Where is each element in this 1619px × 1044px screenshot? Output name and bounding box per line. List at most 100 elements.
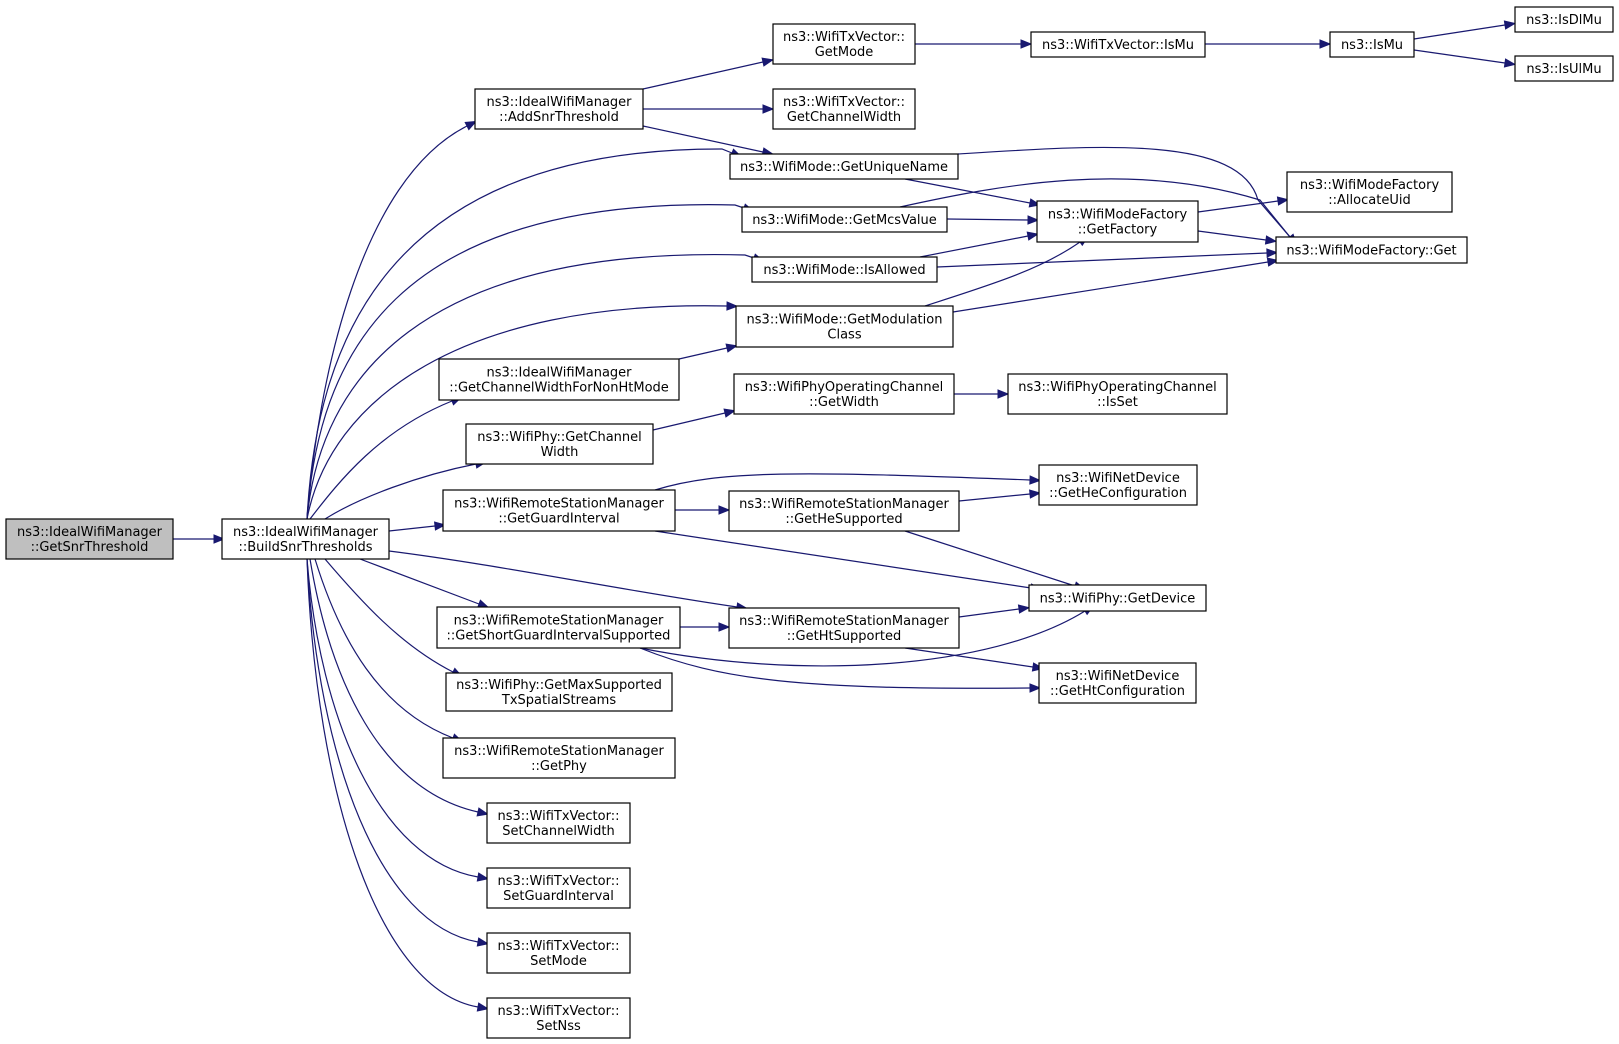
node-is-allowed[interactable]: ns3::WifiMode::IsAllowed xyxy=(751,256,938,283)
edge-line xyxy=(654,473,1031,491)
arrow-head-icon xyxy=(726,301,739,311)
arrow-head-icon xyxy=(997,389,1010,399)
node-label: ns3::WifiTxVector:: xyxy=(783,95,905,110)
node-get-unique-name[interactable]: ns3::WifiMode::GetUniqueName xyxy=(729,153,959,180)
node-label: ::GetPhy xyxy=(531,759,587,774)
node-label: ns3::IdealWifiManager xyxy=(486,366,632,381)
node-box xyxy=(735,305,954,348)
edge-get-mcs-value-to-mode-factory-get-factory xyxy=(946,215,1040,225)
node-label: Class xyxy=(827,328,861,343)
edge-line xyxy=(306,253,755,520)
node-mode-factory-get[interactable]: ns3::WifiModeFactory::Get xyxy=(1275,236,1468,264)
node-box xyxy=(1036,200,1199,243)
edge-op-channel-get-width-to-op-channel-is-set xyxy=(954,389,1010,399)
node-label: ns3::WifiModeFactory::Get xyxy=(1286,244,1456,259)
node-box xyxy=(442,489,676,532)
node-get-mcs-value[interactable]: ns3::WifiMode::GetMcsValue xyxy=(741,206,948,233)
edge-get-ht-supported-to-phy-get-device xyxy=(958,604,1031,618)
edge-get-modulation-class-to-mode-factory-get xyxy=(952,257,1280,313)
node-phy-get-channel-width[interactable]: ns3::WifiPhy::GetChannelWidth xyxy=(465,423,654,465)
edge-build-snr-thresholds-to-add-snr-threshold xyxy=(306,120,478,520)
node-box xyxy=(486,802,631,844)
node-mode-factory-get-factory[interactable]: ns3::WifiModeFactory::GetFactory xyxy=(1036,200,1199,243)
node-label: ns3::IsUlMu xyxy=(1526,62,1601,77)
node-phy-get-device[interactable]: ns3::WifiPhy::GetDevice xyxy=(1028,584,1207,612)
node-is-ul-mu[interactable]: ns3::IsUlMu xyxy=(1514,55,1614,82)
edge-get-short-gi-supported-to-get-ht-supported xyxy=(680,622,731,632)
edge-build-snr-thresholds-to-set-nss xyxy=(306,558,490,1012)
edge-line xyxy=(314,558,454,739)
edge-line xyxy=(899,178,1291,238)
edge-mode-factory-get-factory-to-mode-factory-get xyxy=(1197,230,1278,245)
edge-build-snr-thresholds-to-get-short-gi-supported xyxy=(359,558,490,609)
node-get-max-supported-streams[interactable]: ns3::WifiPhy::GetMaxSupportedTxSpatialSt… xyxy=(445,672,673,712)
edge-line xyxy=(652,412,726,431)
node-box xyxy=(729,153,959,180)
arrow-head-icon xyxy=(476,872,490,882)
node-box xyxy=(438,358,680,401)
node-box xyxy=(1514,6,1614,33)
node-label: ::IsSet xyxy=(1097,395,1138,410)
edge-line xyxy=(642,61,764,90)
node-get-channel-width-non-ht[interactable]: ns3::IdealWifiManager::GetChannelWidthFo… xyxy=(438,358,680,401)
node-label: ns3::IsDlMu xyxy=(1526,13,1602,28)
node-get-ht-configuration[interactable]: ns3::WifiNetDevice::GetHtConfiguration xyxy=(1038,662,1197,704)
arrow-head-icon xyxy=(464,120,478,131)
node-label: SetGuardInterval xyxy=(503,889,614,904)
edge-line xyxy=(1197,200,1279,213)
node-label: GetChannelWidth xyxy=(787,110,901,125)
edge-line xyxy=(306,125,468,520)
node-box xyxy=(728,607,960,649)
node-label: ns3::WifiPhyOperatingChannel xyxy=(745,380,944,395)
node-label: ns3::WifiMode::GetMcsValue xyxy=(752,213,937,228)
edge-build-snr-thresholds-to-set-channel-width xyxy=(309,558,490,817)
arrow-head-icon xyxy=(476,937,490,947)
node-get-he-configuration[interactable]: ns3::WifiNetDevice::GetHeConfiguration xyxy=(1038,464,1198,506)
node-label: ::GetHeConfiguration xyxy=(1049,486,1187,501)
node-txv-is-mu[interactable]: ns3::WifiTxVector::IsMu xyxy=(1030,31,1206,58)
arrow-head-icon xyxy=(1266,257,1280,267)
node-box xyxy=(486,932,631,974)
edge-line xyxy=(904,178,1031,204)
node-get-ht-supported[interactable]: ns3::WifiRemoteStationManager::GetHtSupp… xyxy=(728,607,960,649)
edge-is-allowed-to-mode-factory-get-factory xyxy=(919,231,1040,258)
node-label: ns3::WifiMode::GetUniqueName xyxy=(740,160,948,175)
arrow-head-icon xyxy=(476,1002,490,1012)
edge-line xyxy=(639,647,1031,689)
node-build-snr-thresholds[interactable]: ns3::IdealWifiManager::BuildSnrThreshold… xyxy=(221,518,390,560)
node-get-short-gi-supported[interactable]: ns3::WifiRemoteStationManager::GetShortG… xyxy=(436,606,681,649)
arrow-head-icon xyxy=(723,408,737,418)
node-is-dl-mu[interactable]: ns3::IsDlMu xyxy=(1514,6,1614,33)
node-get-guard-interval[interactable]: ns3::WifiRemoteStationManager::GetGuardI… xyxy=(442,489,676,532)
edge-line xyxy=(678,347,728,360)
node-op-channel-is-set[interactable]: ns3::WifiPhyOperatingChannel::IsSet xyxy=(1007,373,1228,415)
node-label: ::GetHeSupported xyxy=(785,512,902,527)
node-label: ::AllocateUid xyxy=(1328,193,1410,208)
node-get-snr-threshold[interactable]: ns3::IdealWifiManager::GetSnrThreshold xyxy=(5,518,174,560)
node-label: ns3::WifiTxVector:: xyxy=(497,874,619,889)
node-get-phy[interactable]: ns3::WifiRemoteStationManager::GetPhy xyxy=(442,737,676,779)
node-set-mode[interactable]: ns3::WifiTxVector::SetMode xyxy=(486,932,631,974)
node-set-channel-width[interactable]: ns3::WifiTxVector::SetChannelWidth xyxy=(486,802,631,844)
edge-line xyxy=(306,305,728,520)
node-set-guard-interval[interactable]: ns3::WifiTxVector::SetGuardInterval xyxy=(486,867,631,909)
edge-get-guard-interval-to-phy-get-device xyxy=(654,530,1043,593)
edge-line xyxy=(952,261,1269,313)
node-txv-get-mode[interactable]: ns3::WifiTxVector::GetMode xyxy=(772,23,916,65)
edge-line xyxy=(1413,24,1506,40)
node-box xyxy=(1030,31,1206,58)
edge-build-snr-thresholds-to-get-guard-interval xyxy=(388,521,447,532)
node-mode-factory-allocate-uid[interactable]: ns3::WifiModeFactory::AllocateUid xyxy=(1286,171,1453,213)
arrow-head-icon xyxy=(1020,39,1033,49)
node-is-mu[interactable]: ns3::IsMu xyxy=(1329,31,1415,58)
edge-line xyxy=(957,146,1291,238)
arrow-head-icon xyxy=(1266,248,1279,258)
edge-get-snr-threshold-to-build-snr-thresholds xyxy=(173,534,226,544)
node-get-he-supported[interactable]: ns3::WifiRemoteStationManager::GetHeSupp… xyxy=(728,490,960,532)
node-set-nss[interactable]: ns3::WifiTxVector::SetNss xyxy=(486,997,631,1039)
node-op-channel-get-width[interactable]: ns3::WifiPhyOperatingChannel::GetWidth xyxy=(733,373,955,415)
node-txv-get-channel-width[interactable]: ns3::WifiTxVector::GetChannelWidth xyxy=(772,88,916,130)
node-add-snr-threshold[interactable]: ns3::IdealWifiManager::AddSnrThreshold xyxy=(474,88,644,130)
